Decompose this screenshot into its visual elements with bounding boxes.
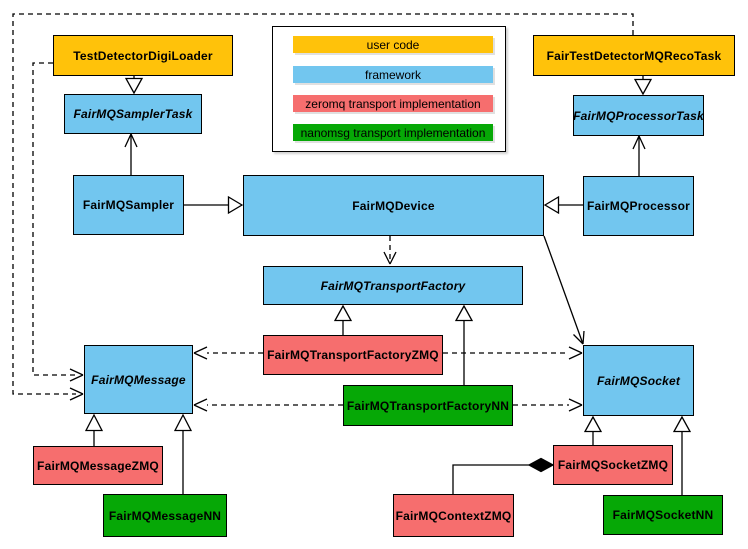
node-label: FairMQMessageZMQ	[37, 458, 159, 473]
node-fairmqsocketnn: FairMQSocketNN	[603, 495, 723, 535]
node-fairmqsamplertask: FairMQSamplerTask	[64, 94, 202, 134]
node-fairmqtransportfactoryzmq: FairMQTransportFactoryZMQ	[263, 335, 443, 375]
node-fairtestdetectormqrecotask: FairTestDetectorMQRecoTask	[533, 35, 735, 76]
node-fairmqtransportfactory: FairMQTransportFactory	[263, 266, 523, 305]
node-fairmqsampler: FairMQSampler	[73, 175, 184, 235]
node-label: FairMQTransportFactoryNN	[346, 398, 510, 413]
legend-item-framework: framework	[293, 66, 493, 83]
node-fairmqmessagenn: FairMQMessageNN	[103, 494, 227, 537]
legend-label: nanomsg transport implementation	[300, 125, 486, 140]
dependency-factorynn-to-message	[193, 398, 343, 412]
legend-item-zeromq: zeromq transport implementation	[293, 95, 493, 112]
node-label: FairMQContextZMQ	[395, 508, 512, 523]
node-fairmqprocessortask: FairMQProcessorTask	[573, 95, 704, 136]
legend-label: user code	[366, 37, 420, 52]
node-fairmqcontextzmq: FairMQContextZMQ	[393, 494, 514, 537]
node-label: FairMQSamplerTask	[73, 107, 193, 121]
node-fairmqsocket: FairMQSocket	[583, 345, 694, 416]
node-label: FairMQSocketNN	[612, 508, 714, 522]
association-sampler-samplertask	[124, 133, 138, 175]
node-label: FairMQTransportFactory	[320, 278, 466, 293]
dependency-factoryzmq-to-message	[193, 346, 263, 360]
node-label: FairMQTransportFactoryZMQ	[267, 348, 439, 362]
inheritance-factorynn-factory	[454, 304, 474, 385]
node-fairmqmessagezmq: FairMQMessageZMQ	[33, 446, 163, 485]
node-fairmqprocessor: FairMQProcessor	[583, 176, 694, 236]
node-label: FairMQProcessor	[586, 199, 691, 213]
inheritance-socketzmq-socket	[583, 415, 603, 445]
node-testdetectordigiloader: TestDetectorDigiLoader	[53, 35, 233, 76]
dependency-factorynn-to-socket	[513, 398, 583, 412]
inheritance-recotask-processortask	[633, 76, 653, 96]
dependency-factoryzmq-to-socket	[443, 346, 583, 360]
dependency-device-transportfactory	[383, 236, 397, 265]
inheritance-messagezmq-message	[84, 413, 104, 446]
dependency-digiloader-to-message	[32, 62, 84, 382]
node-fairmqsocketzmq: FairMQSocketZMQ	[553, 445, 673, 485]
node-label: TestDetectorDigiLoader	[73, 48, 213, 63]
legend-label: framework	[364, 67, 421, 82]
node-label: FairMQSampler	[82, 198, 175, 212]
node-label: FairMQMessage	[91, 372, 186, 387]
node-fairmqmessage: FairMQMessage	[84, 345, 193, 414]
node-label: FairMQSocket	[596, 373, 681, 388]
association-device-socket	[543, 235, 585, 345]
inheritance-processor-device	[543, 195, 583, 215]
node-fairmqtransportfactorynn: FairMQTransportFactoryNN	[343, 385, 513, 426]
dependency-recotask-to-message	[12, 13, 634, 401]
node-label: FairMQMessageNN	[108, 508, 222, 523]
node-fairmqdevice: FairMQDevice	[243, 175, 544, 236]
inheritance-messagenn-message	[173, 413, 193, 494]
inheritance-digiloader-samplertask	[124, 76, 144, 95]
association-processor-processortask	[632, 135, 646, 176]
inheritance-factoryzmq-factory	[333, 304, 353, 335]
inheritance-socketnn-socket	[672, 415, 692, 495]
inheritance-sampler-device	[184, 195, 244, 215]
legend-box: user code framework zeromq transport imp…	[272, 26, 506, 152]
node-label: FairMQProcessorTask	[573, 108, 704, 123]
composition-contextzmq-socketzmq	[452, 457, 555, 494]
node-label: FairMQSocketZMQ	[557, 458, 669, 472]
node-label: FairTestDetectorMQRecoTask	[546, 48, 722, 63]
node-label: FairMQDevice	[352, 198, 435, 213]
legend-label: zeromq transport implementation	[305, 96, 481, 111]
legend-item-nanomsg: nanomsg transport implementation	[293, 124, 493, 141]
legend-item-user-code: user code	[293, 36, 493, 53]
